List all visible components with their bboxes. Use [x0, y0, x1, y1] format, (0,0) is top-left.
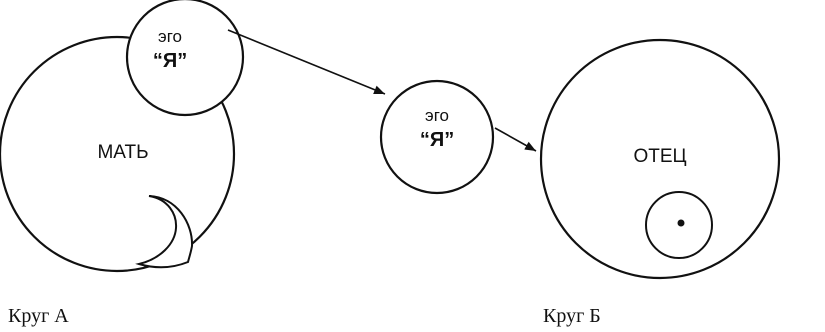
circle-a-ego-label-bottom: “Я”	[153, 50, 187, 72]
middle-ego-group: эго “Я”	[379, 79, 495, 195]
circle-b-caption: Круг Б	[543, 305, 601, 327]
circle-a-ego-label-top: эго	[158, 27, 182, 46]
inner-dot	[677, 219, 685, 227]
middle-ego-label-top: эго	[425, 106, 449, 125]
middle-ego-label-bottom: “Я”	[420, 129, 454, 151]
circle-with-dot-icon	[645, 191, 713, 259]
circle-a-label: МАТЬ	[97, 142, 148, 163]
crescent-moon-icon	[135, 195, 194, 269]
circle-a-ego-circle	[125, 0, 245, 117]
arrow-to-middle-ego	[227, 29, 386, 95]
circle-b	[539, 38, 781, 280]
circle-a-caption: Круг А	[8, 305, 69, 327]
circle-a-group: эго “Я” МАТЬ Круг А	[0, 0, 245, 327]
middle-ego-circle	[379, 79, 495, 195]
arrow-to-circle-b	[494, 127, 537, 152]
circle-b-label: ОТЕЦ	[633, 146, 686, 167]
circle-b-group: ОТЕЦ Круг Б	[539, 38, 781, 327]
